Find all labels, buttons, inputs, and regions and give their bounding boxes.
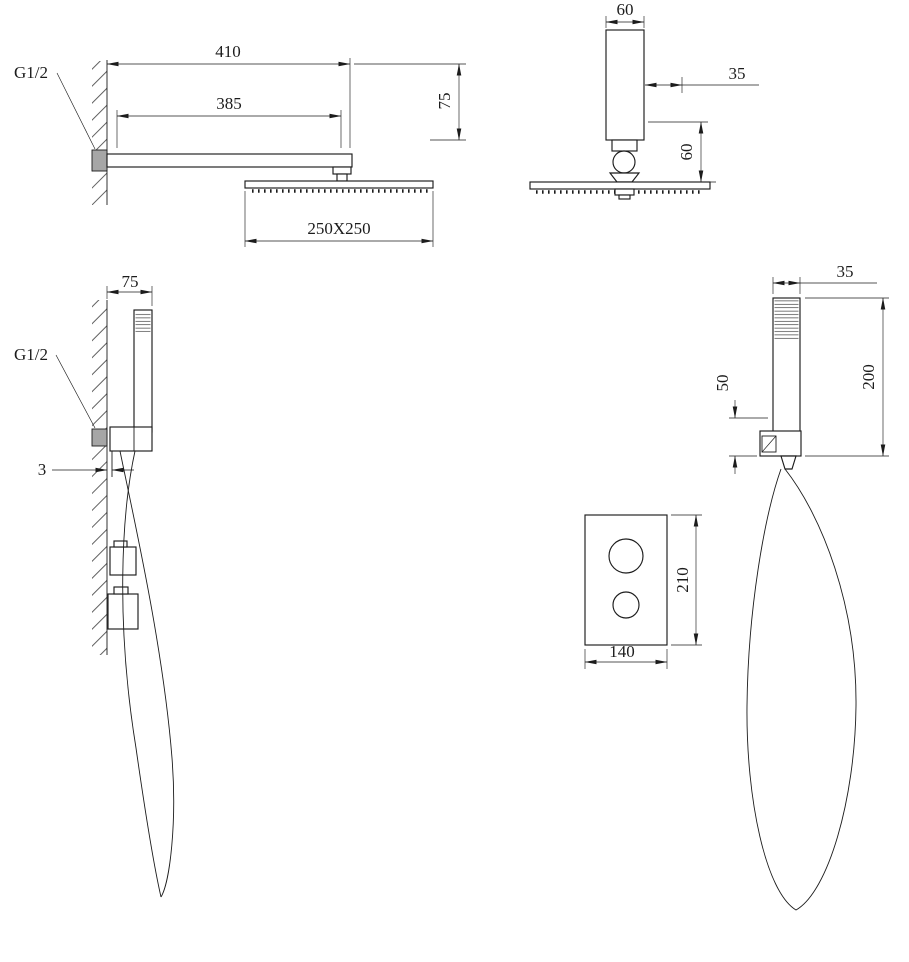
dim-label-plate-size: 250X250 [307,219,370,238]
hose-line-inner [122,450,162,898]
inlet-thread-label: G1/2 [14,63,48,82]
valve-trim-plate [584,514,668,646]
view-handshower-front: 35 200 50 [713,262,889,911]
shower-head-plate [244,180,434,189]
dim-60-height: 60 [648,121,716,183]
view-control-plate: 210 140 [584,514,702,669]
dim-3: 3 [38,460,134,479]
swivel-ball [612,150,636,174]
dim-75-drop: 75 [354,63,466,141]
dim-35-wand: 35 [772,262,877,294]
center-hub-tip [618,194,631,200]
dim-385: 385 [116,94,342,148]
bracket-detail-diagonal [761,435,777,453]
dim-75-bracket: 75 [106,272,153,306]
control-knob-lower [612,591,640,619]
wall-section-hatch [92,61,107,205]
dim-label-3: 3 [38,460,47,479]
wand-spray-face-front [774,300,799,340]
g-thread-leader [56,72,96,150]
view-handshower-side: 75 G1/2 3 [14,272,175,898]
wall-section-hatch [92,300,107,655]
connector-taper [608,172,641,183]
center-hub [614,188,635,196]
hose-connector [780,455,797,470]
shower-arm [106,153,353,168]
wall-fitting [91,149,108,172]
arm-connector [332,166,352,175]
dim-60-width: 60 [605,0,645,28]
connector-neck [611,139,638,152]
wall-bracket [109,426,153,452]
dim-label-35: 35 [729,64,746,83]
dim-label-35-wand: 35 [837,262,854,281]
bracket-front [759,430,802,457]
dim-label-60-height: 60 [677,144,696,161]
dim-210: 210 [671,514,702,646]
control-knob-upper [608,538,644,574]
valve-cap-upper [113,540,128,548]
dim-label-75: 75 [435,93,454,110]
bracket-detail [761,435,777,453]
dim-label-210: 210 [673,567,692,593]
valve-cap-lower [113,586,129,595]
dim-label-75-bracket: 75 [122,272,139,291]
dim-label-50: 50 [713,375,732,392]
dim-label-140: 140 [609,642,635,661]
hose-loop [746,468,857,911]
dim-35-offset: 35 [644,64,759,93]
dim-410: 410 [106,42,351,148]
hose-line-outer [119,450,175,898]
dim-label-60-width: 60 [617,0,634,19]
dim-50: 50 [713,375,768,474]
view-overhead-side: G1/2 410 385 75 250X250 [14,42,466,247]
dim-200: 200 [805,297,889,457]
dim-label-385: 385 [216,94,242,113]
dim-label-410: 410 [215,42,241,61]
shower-head-plate-front [529,181,711,190]
wall-outlet-fitting [91,428,108,447]
supply-pipe [605,29,645,141]
view-overhead-front: 60 35 60 [529,0,759,200]
dim-140: 140 [584,642,668,669]
dim-label-200: 200 [859,364,878,390]
g-thread-leader [55,354,96,429]
wand-spray-face [135,312,151,332]
inlet-thread-label: G1/2 [14,345,48,364]
arm-connector-nut [336,173,348,182]
dim-plate-size: 250X250 [244,191,434,247]
